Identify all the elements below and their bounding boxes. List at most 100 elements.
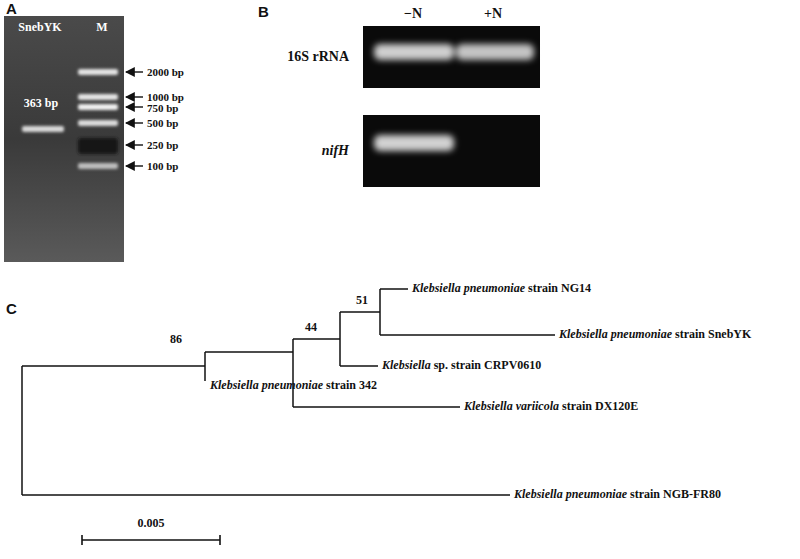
gene-label: 16S rRNA bbox=[287, 49, 349, 64]
sample-band bbox=[22, 126, 64, 132]
gel-photo bbox=[4, 16, 124, 262]
size-marker: 100 bp bbox=[147, 160, 179, 172]
lane-label: +N bbox=[484, 6, 502, 21]
taxon-name: Klebsiella bbox=[464, 399, 513, 413]
size-marker: 1000 bp bbox=[147, 91, 184, 103]
taxon-name: pneumoniae bbox=[611, 327, 672, 341]
gel-strip: 16S rRNA bbox=[363, 26, 540, 88]
taxon-name: pneumoniae bbox=[464, 281, 525, 295]
taxon-name: Klebsiella bbox=[210, 378, 259, 392]
taxon-name: pneumoniae bbox=[262, 378, 323, 392]
strain-word: sp. bbox=[434, 358, 448, 372]
tree-branch bbox=[204, 352, 206, 381]
phylogenetic-tree bbox=[22, 289, 555, 495]
tree-branch bbox=[380, 334, 555, 336]
strain-word: strain bbox=[528, 281, 558, 295]
text-gap bbox=[259, 378, 262, 392]
text-gap bbox=[525, 281, 528, 295]
strain-word: NG14 bbox=[561, 281, 591, 295]
tree-branch bbox=[292, 339, 294, 407]
text-gap bbox=[672, 327, 675, 341]
lane-label: M bbox=[96, 21, 107, 34]
marker-band bbox=[78, 163, 118, 169]
taxon-name: Klebsiella bbox=[559, 327, 608, 341]
text-gap bbox=[513, 399, 516, 413]
text-gap bbox=[461, 281, 464, 295]
strain-word: NGB-FR80 bbox=[663, 487, 721, 501]
strain-word: strain bbox=[326, 378, 356, 392]
gel-bands bbox=[22, 69, 118, 169]
lane-label: SnebYK bbox=[18, 21, 61, 34]
tree-branch bbox=[293, 338, 340, 340]
text-gap bbox=[563, 487, 566, 501]
bootstrap-value: 51 bbox=[356, 294, 368, 307]
leader-arrow bbox=[126, 122, 143, 123]
tree-branch bbox=[379, 289, 381, 335]
tree-branch bbox=[380, 288, 408, 290]
text-gap bbox=[323, 378, 326, 392]
taxon-name: variicola bbox=[516, 399, 559, 413]
panel-letter: B bbox=[258, 4, 269, 21]
marker-band bbox=[78, 120, 118, 126]
gel-strip: nifH bbox=[363, 115, 540, 187]
strain-word: strain bbox=[562, 399, 592, 413]
taxon-name: Klebsiella bbox=[412, 281, 461, 295]
size-marker: 2000 bp bbox=[147, 66, 184, 78]
taxon-label: Klebsiella pneumoniae strain NGB-FR80 bbox=[514, 488, 721, 501]
scale-value: 0.005 bbox=[138, 517, 165, 530]
leader-arrow bbox=[126, 96, 143, 97]
rrna-band bbox=[374, 44, 454, 60]
scale-tick bbox=[81, 535, 83, 545]
text-gap bbox=[431, 358, 434, 372]
lane-label: 363 bp bbox=[24, 97, 58, 110]
leader-arrow bbox=[126, 106, 143, 107]
size-marker: 250 bp bbox=[147, 139, 179, 151]
text-gap bbox=[481, 358, 484, 372]
scale-bar bbox=[82, 535, 220, 545]
strain-word: DX120E bbox=[595, 399, 638, 413]
panel-letter: A bbox=[6, 1, 17, 18]
marker-band bbox=[78, 138, 118, 154]
taxon-label: Klebsiella pneumoniae strain 342 bbox=[210, 379, 377, 392]
tree-branch bbox=[293, 406, 460, 408]
tree-branch bbox=[339, 312, 341, 366]
text-gap bbox=[356, 378, 359, 392]
gene-label: nifH bbox=[322, 143, 349, 158]
size-marker: 750 bp bbox=[147, 102, 179, 114]
text-gap bbox=[559, 399, 562, 413]
tree-branch bbox=[340, 365, 378, 367]
taxon-label: Klebsiella variicola strain DX120E bbox=[464, 400, 638, 413]
lane-label: −N bbox=[404, 6, 422, 21]
size-arrows bbox=[126, 72, 143, 166]
tree-branch bbox=[22, 365, 205, 367]
strain-word: SnebYK bbox=[708, 327, 751, 341]
taxon-label: Klebsiella sp. strain CRPV0610 bbox=[382, 359, 541, 372]
taxon-name: pneumoniae bbox=[566, 487, 627, 501]
marker-band bbox=[78, 94, 118, 100]
strain-word: CRPV0610 bbox=[484, 358, 541, 372]
tree-branch bbox=[340, 311, 380, 313]
text-gap bbox=[608, 327, 611, 341]
leader-arrow bbox=[126, 144, 143, 145]
rrna-band bbox=[456, 44, 534, 60]
strain-word: strain bbox=[675, 327, 705, 341]
size-marker: 500 bp bbox=[147, 117, 179, 129]
taxon-label: Klebsiella pneumoniae strain NG14 bbox=[412, 282, 591, 295]
text-gap bbox=[558, 281, 561, 295]
taxon-label: Klebsiella pneumoniae strain SnebYK bbox=[559, 328, 751, 341]
panel-letter: C bbox=[6, 301, 17, 318]
marker-band bbox=[78, 104, 118, 110]
tree-branch bbox=[21, 366, 23, 495]
text-gap bbox=[448, 358, 451, 372]
bootstrap-value: 44 bbox=[305, 321, 317, 334]
text-gap bbox=[660, 487, 663, 501]
strain-word: strain bbox=[630, 487, 660, 501]
taxon-name: Klebsiella bbox=[514, 487, 563, 501]
gel-image: SnebYK M 363 bp bbox=[4, 16, 124, 262]
nifh-band bbox=[374, 135, 454, 151]
leader-arrow bbox=[126, 165, 143, 166]
taxon-name: Klebsiella bbox=[382, 358, 431, 372]
gel-strip bbox=[363, 26, 540, 88]
text-gap bbox=[592, 399, 595, 413]
